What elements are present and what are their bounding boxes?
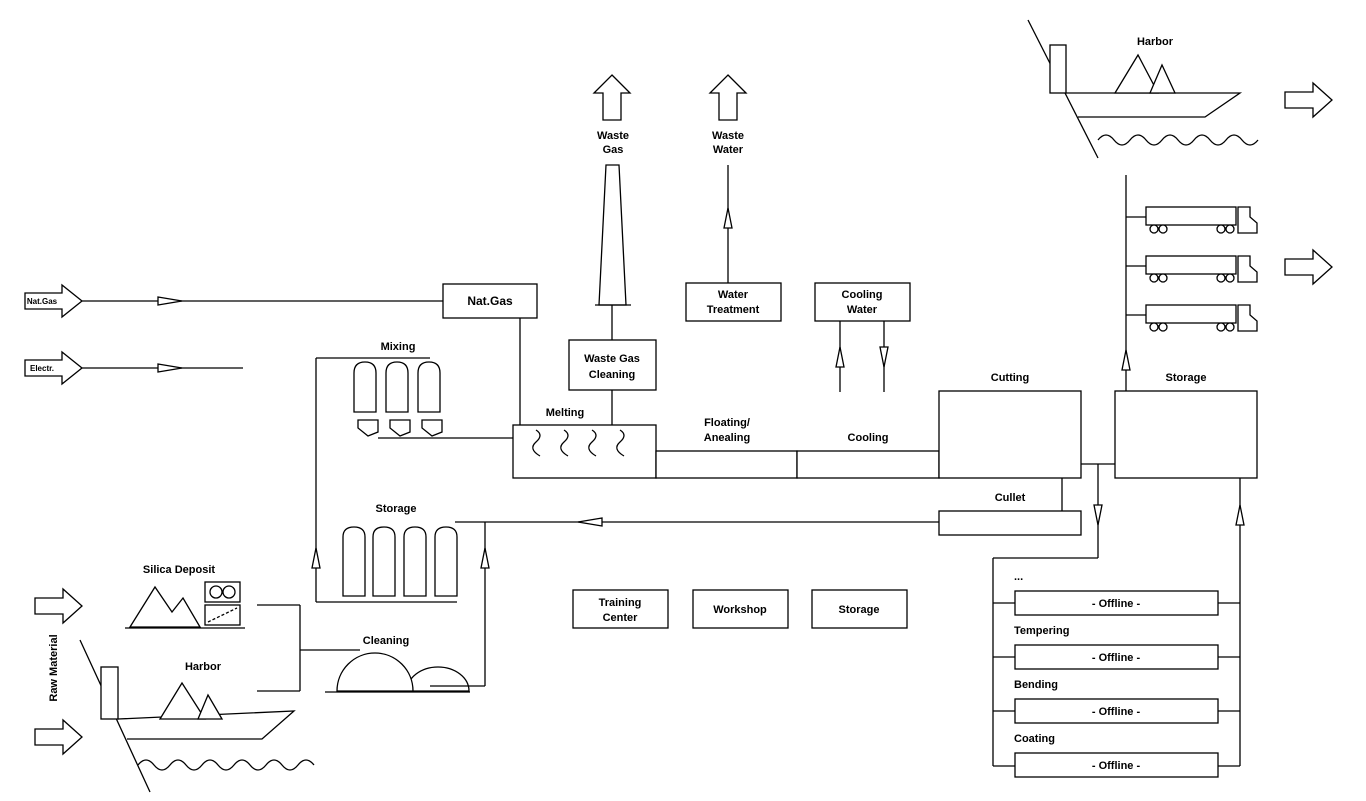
waste-water-label-2: Water	[713, 144, 744, 156]
raw-material-arrow-2-icon	[34, 718, 83, 756]
cleaning-label: Cleaning	[363, 635, 409, 647]
tempering-label: Tempering	[1014, 625, 1069, 637]
silica-deposit-label: Silica Deposit	[143, 564, 215, 576]
nat-gas-box-label: Nat.Gas	[467, 294, 513, 308]
harbor-import: Harbor	[79, 639, 315, 793]
chimney	[598, 164, 627, 306]
workshop-box	[692, 589, 789, 629]
cullet-label: Cullet	[995, 492, 1026, 504]
water-treatment-label-2: Treatment	[707, 304, 760, 316]
mixing-label: Mixing	[381, 341, 416, 353]
offline-label-4: - Offline -	[1092, 760, 1141, 772]
cullet-box	[938, 510, 1082, 536]
floating-annealing-box	[655, 450, 798, 479]
melting-label: Melting	[546, 407, 585, 419]
melting-furnace	[512, 424, 657, 479]
training-center-label-2: Center	[603, 612, 639, 624]
cleaning-unit	[325, 652, 470, 693]
storage-mid-label: Storage	[376, 503, 417, 515]
harbor-top-label: Harbor	[1137, 36, 1174, 48]
cooling-box	[796, 450, 940, 479]
electr-input-arrow-icon	[24, 350, 84, 386]
waste-gas-cleaning-label-2: Cleaning	[589, 369, 635, 381]
waste-gas-cleaning-box	[568, 339, 657, 391]
waste-gas-cleaning-label-1: Waste Gas	[584, 353, 640, 365]
floating-label-2: Anealing	[704, 432, 750, 444]
electr-input-label: Electr.	[30, 364, 54, 373]
offline-label-2: - Offline -	[1092, 652, 1141, 664]
offline-label-3: - Offline -	[1092, 706, 1141, 718]
trucks	[1126, 206, 1258, 332]
offline-box-2	[1014, 644, 1219, 670]
silica-deposit	[125, 581, 245, 629]
cooling-water-label-2: Water	[847, 304, 878, 316]
water-treatment-label-1: Water	[718, 289, 749, 301]
storage-right-label: Storage	[1166, 372, 1207, 384]
nat-gas-input-arrow-icon	[24, 283, 84, 319]
bending-label: Bending	[1014, 679, 1058, 691]
mixing-silos	[353, 361, 443, 437]
waste-gas-up-arrow-icon	[592, 74, 632, 121]
training-center-label-1: Training	[599, 597, 642, 609]
waste-water-up-arrow-icon	[708, 74, 748, 121]
harbor-bottom-label: Harbor	[185, 661, 222, 673]
water-treatment-box	[685, 282, 782, 322]
nat-gas-box	[442, 283, 538, 319]
cooling-water-label-1: Cooling	[842, 289, 883, 301]
coating-label: Coating	[1014, 733, 1055, 745]
flame-icons	[532, 429, 625, 457]
training-center-box	[572, 589, 669, 629]
truck-export-arrow-icon	[1284, 248, 1333, 286]
workshop-label: Workshop	[713, 604, 767, 616]
storage-silos	[342, 526, 458, 597]
storage-bottom-box	[811, 589, 908, 629]
cutting-label: Cutting	[991, 372, 1029, 384]
cooling-water-box	[814, 282, 911, 322]
cooling-label: Cooling	[848, 432, 889, 444]
waste-gas-label-1: Waste	[597, 130, 629, 142]
raw-material-arrow-1-icon	[34, 587, 83, 625]
cutting-box	[938, 390, 1082, 479]
floating-label-1: Floating/	[704, 417, 750, 429]
storage-right-box	[1114, 390, 1258, 479]
nat-gas-input-label: Nat.Gas	[27, 297, 58, 306]
storage-bottom-label: Storage	[839, 604, 880, 616]
waste-gas-label-2: Gas	[603, 144, 624, 156]
offline-box-4	[1014, 752, 1219, 778]
waste-water-label-1: Waste	[712, 130, 744, 142]
offline-label-1: - Offline -	[1092, 598, 1141, 610]
harbor-export: Harbor	[1027, 19, 1259, 159]
ellipsis-label: ...	[1014, 571, 1023, 583]
export-arrow-icon	[1284, 81, 1333, 119]
raw-material-label: Raw Material	[48, 634, 60, 701]
